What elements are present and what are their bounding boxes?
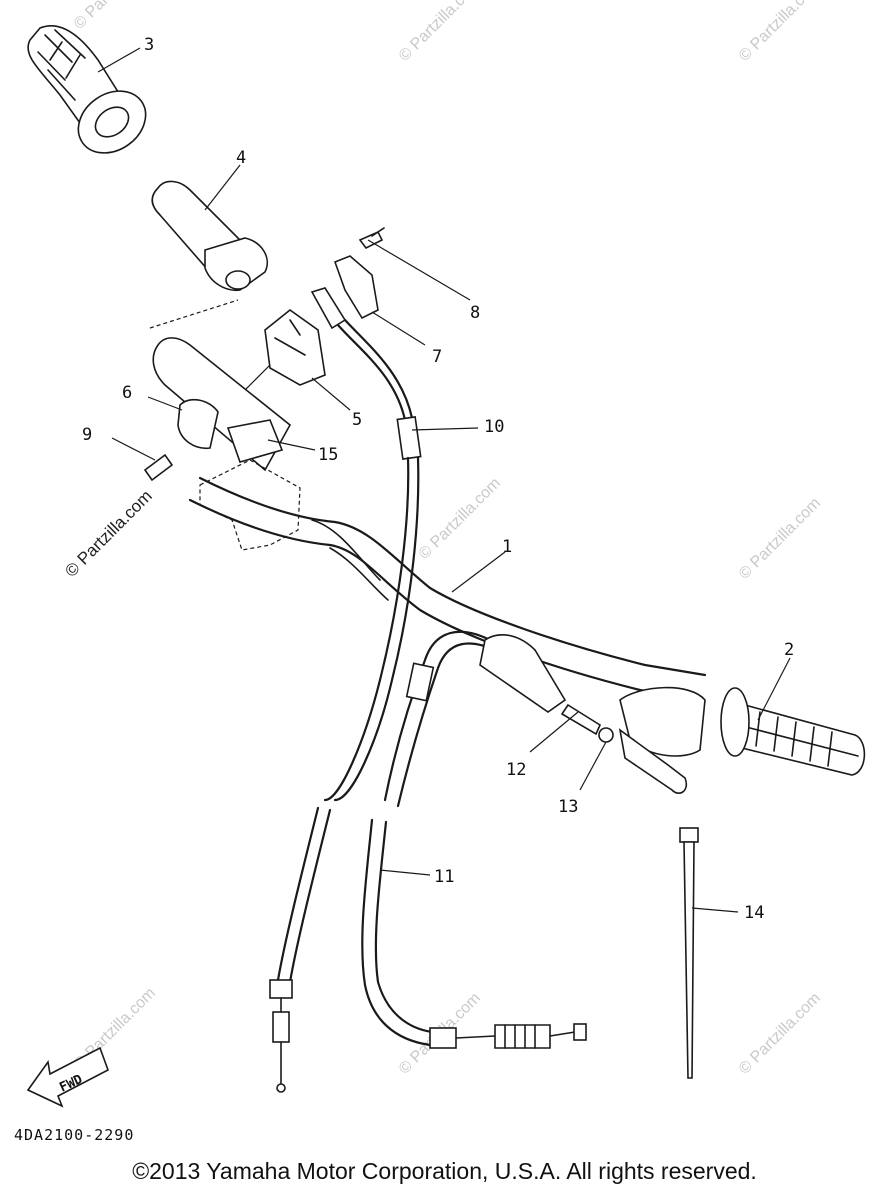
callout-8: 8 xyxy=(470,303,480,323)
copyright-notice: ©2013 Yamaha Motor Corporation, U.S.A. A… xyxy=(132,1158,757,1184)
fwd-arrow: FWD xyxy=(26,1046,109,1108)
cable-tie xyxy=(679,827,699,1079)
parts-diagram: © Partzilla.com © Partzilla.com © Partzi… xyxy=(26,0,866,1108)
throttle-cable xyxy=(269,287,422,1093)
callout-13: 13 xyxy=(558,797,578,817)
watermark: © Partzilla.com xyxy=(736,0,824,65)
callout-4: 4 xyxy=(236,148,246,168)
clutch-perch xyxy=(479,634,706,794)
leader-lines xyxy=(97,47,791,913)
watermark: © Partzilla.com xyxy=(396,0,484,65)
watermark: © Partzilla.com xyxy=(61,486,155,580)
callout-3: 3 xyxy=(144,35,154,55)
callout-1: 1 xyxy=(502,537,512,557)
callout-9: 9 xyxy=(82,425,92,445)
screw-9 xyxy=(143,453,174,482)
watermark: © Partzilla.com xyxy=(736,495,824,583)
left-grip xyxy=(27,25,147,154)
callout-5: 5 xyxy=(352,410,362,430)
watermark: © Partzilla.com xyxy=(71,0,159,33)
throttle-cover xyxy=(333,227,385,320)
watermark: © Partzilla.com xyxy=(736,990,824,1078)
part-code: 4DA2100-2290 xyxy=(14,1126,135,1144)
callout-12: 12 xyxy=(506,760,526,780)
callout-15: 15 xyxy=(318,445,338,465)
callout-7: 7 xyxy=(432,347,442,367)
callout-14: 14 xyxy=(744,903,764,923)
callout-11: 11 xyxy=(434,867,454,887)
clutch-cable xyxy=(361,630,587,1049)
assembly-line xyxy=(149,299,239,329)
callout-6: 6 xyxy=(122,383,132,403)
watermark: © Partzilla.com xyxy=(416,475,504,563)
handlebar xyxy=(188,476,707,702)
callout-2: 2 xyxy=(784,640,794,660)
watermarks: © Partzilla.com © Partzilla.com © Partzi… xyxy=(61,0,824,1078)
left-bar-end xyxy=(152,337,301,551)
right-grip xyxy=(720,687,866,776)
callout-10: 10 xyxy=(484,417,504,437)
callouts: 1 2 3 4 5 6 7 8 9 10 11 12 13 14 15 xyxy=(82,35,794,923)
throttle-tube xyxy=(151,180,269,292)
throttle-housing xyxy=(264,308,326,386)
